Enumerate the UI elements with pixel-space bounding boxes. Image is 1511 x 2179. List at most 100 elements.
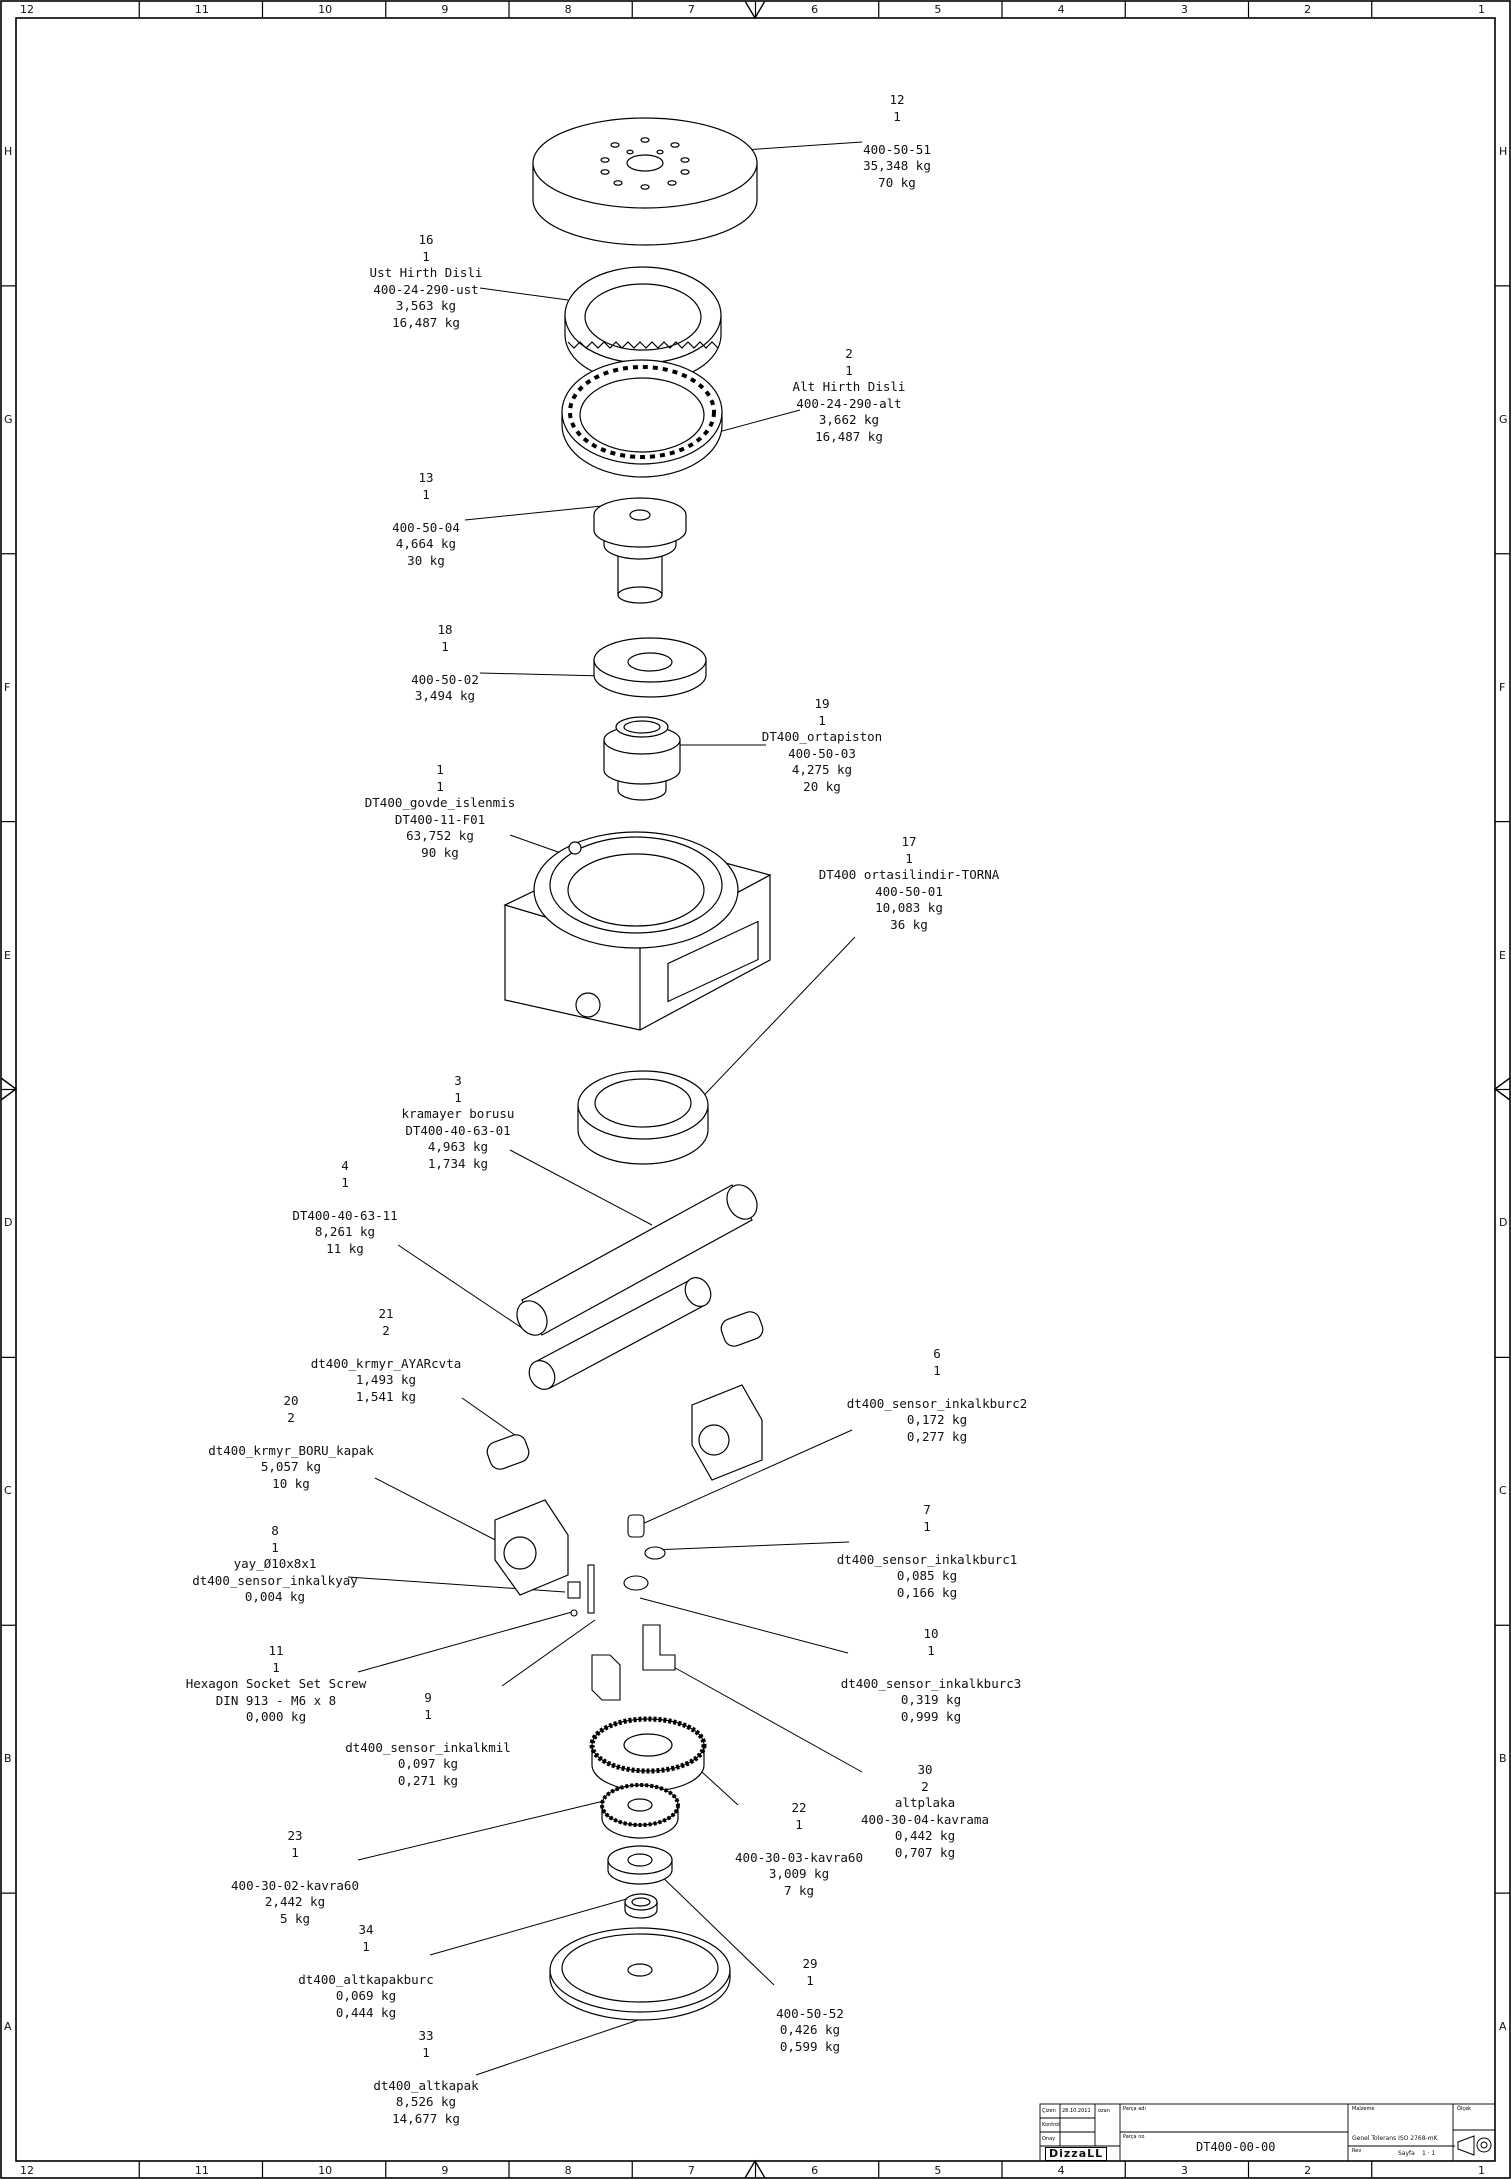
part-13-shaft — [593, 497, 687, 604]
title-block-cell: Kontrol — [1042, 2122, 1060, 2128]
zone-column-3: 3 — [1180, 2164, 1188, 2177]
callout-line — [776, 1989, 844, 2006]
callout-line: 3,662 kg — [818, 412, 880, 427]
callout-line: 0,166 kg — [896, 1584, 958, 1600]
callout-line: 70 kg — [878, 174, 916, 190]
callout-line: DT400 ortasilindir-TORNA — [818, 867, 1000, 882]
callout-line: 1 — [291, 1844, 299, 1860]
callout-line: 19 — [814, 696, 830, 711]
callout-line: dt400_sensor_inkalkburc2 — [846, 1395, 1028, 1411]
title-block — [1039, 2103, 1496, 2162]
callout-line: 63,752 kg — [406, 828, 474, 843]
callout-line — [847, 1379, 1028, 1396]
callout-line: 4,664 kg — [395, 536, 457, 551]
callout-line: 1 — [341, 1174, 349, 1190]
callout-line: 1 — [806, 1972, 814, 1988]
zone-row-A: A — [4, 2020, 12, 2034]
callout-line: DT400-40-63-01 — [405, 1122, 511, 1138]
zone-column-2: 2 — [1304, 3, 1312, 16]
callout-line: DT400_ortapiston — [761, 729, 883, 744]
callout-line: dt400_altkapakburc — [298, 1971, 434, 1987]
callout-line: 18 — [437, 622, 453, 637]
callout-line: 400-24-290-alt — [796, 395, 902, 411]
zone-column-10: 10 — [318, 2164, 333, 2177]
title-block-cell: Malzeme — [1352, 2106, 1374, 2112]
callout-line: 2 — [845, 346, 853, 361]
part-2-lower-hirth — [561, 359, 723, 478]
callout-line: 1 — [905, 850, 913, 866]
callout-line: 1 — [795, 1816, 803, 1832]
callout-line: 30 — [917, 1762, 933, 1777]
zone-column-6: 6 — [811, 3, 819, 16]
callout-line: 7 kg — [783, 1882, 815, 1898]
callout-line: yay_Ø10x8x1 — [233, 1556, 317, 1571]
callout-line: 400-50-04 — [392, 519, 460, 535]
callout-line: 5 kg — [279, 1910, 311, 1926]
callout-line: 400-30-02-kavra60 — [231, 1877, 359, 1893]
zone-row-E: E — [4, 948, 11, 962]
callout-line: DT400_govde_islenmis — [364, 795, 516, 810]
callout-line: 8,261 kg — [314, 1224, 376, 1239]
zone-row-H: H — [4, 144, 13, 158]
callout-line: dt400_sensor_inkalkburc1 — [836, 1551, 1018, 1567]
zone-row-G: G — [4, 412, 13, 426]
zone-column-9: 9 — [441, 3, 449, 16]
zone-column-6: 6 — [811, 2164, 819, 2177]
callout-line: 0,004 kg — [244, 1589, 306, 1604]
callout-line: 22 — [791, 1800, 807, 1815]
callout-line: 90 kg — [421, 844, 459, 860]
callout-line: 21 — [378, 1306, 394, 1321]
zone-column-2: 2 — [1304, 2164, 1312, 2177]
callout-line: 34 — [358, 1922, 374, 1937]
zone-row-F: F — [4, 680, 11, 694]
part-20-tube-covers — [494, 1384, 763, 1596]
callout-line — [292, 1191, 397, 1208]
callout-line: 0,319 kg — [900, 1692, 962, 1707]
zone-column-10: 10 — [318, 3, 333, 16]
leader-lines — [347, 141, 863, 2076]
part-12-disk — [532, 117, 758, 246]
zone-row-H: H — [1499, 144, 1508, 158]
callout-line: 3,563 kg — [395, 298, 457, 313]
zone-column-12: 12 — [20, 2164, 34, 2177]
callout-line: 0,097 kg — [397, 1756, 459, 1771]
callout-line: DIN 913 - M6 x 8 — [215, 1692, 337, 1708]
callout-line: 5,057 kg — [260, 1459, 322, 1474]
callout-line: 10,083 kg — [875, 900, 943, 915]
zone-column-8: 8 — [564, 3, 572, 16]
sheet-value: 1 · 1 — [1422, 2150, 1436, 2157]
callout-line: 10 — [923, 1626, 939, 1641]
callout-line — [231, 1861, 359, 1878]
title-block-cell: Onay — [1042, 2136, 1055, 2142]
callout-line: DT400-11-F01 — [394, 811, 486, 827]
part-21-adjust-screws — [486, 1311, 764, 1470]
callout-line: 30 kg — [407, 552, 445, 568]
callout-line: 16 — [418, 232, 434, 247]
callout-line: 9 — [424, 1690, 432, 1705]
callout-line: 1 — [422, 248, 430, 264]
callout-line: 23 — [287, 1828, 303, 1843]
part-34-bushing — [624, 1893, 658, 1919]
part-33-bottom-cover — [549, 1927, 731, 2021]
callout-line: 400-50-03 — [788, 745, 856, 761]
callout-line: dt400_sensor_inkalkburc3 — [840, 1675, 1022, 1691]
callout-line: 1,734 kg — [427, 1155, 489, 1171]
zone-column-5: 5 — [934, 3, 942, 16]
callout-line — [298, 1955, 433, 1972]
part-29-bushing — [607, 1845, 673, 1885]
callout-line: 1 — [271, 1539, 279, 1555]
callout-line: 1 — [923, 1518, 931, 1534]
